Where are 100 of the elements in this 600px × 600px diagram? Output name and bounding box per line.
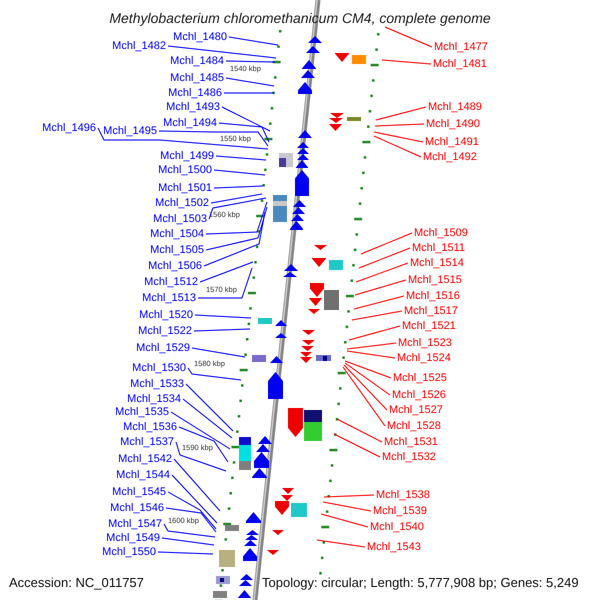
gene-label: Mchl_1480 — [173, 31, 227, 43]
leader-line — [206, 206, 268, 250]
leader-line — [344, 360, 392, 378]
gene-label: Mchl_1524 — [397, 352, 451, 364]
leader-line — [174, 458, 220, 512]
leader-line — [226, 78, 274, 86]
gene-label: Mchl_1544 — [116, 469, 170, 481]
leader-line — [176, 442, 226, 472]
gene-label: Mchl_1512 — [144, 276, 198, 288]
gene-label: Mchl_1521 — [402, 320, 456, 332]
gene-label: Mchl_1526 — [392, 389, 446, 401]
gene-label: Mchl_1545 — [112, 486, 166, 498]
leader-line — [222, 106, 270, 132]
gene-label: Mchl_1503 — [153, 213, 207, 225]
gene-label: Mchl_1529 — [136, 342, 190, 354]
gene-label: Mchl_1495 — [103, 125, 157, 137]
leader-line — [158, 552, 214, 554]
leader-line — [358, 248, 410, 268]
gene-label: Mchl_1511 — [412, 242, 465, 254]
diagram-title: Methylobacterium chloromethanicum CM4, complete genome — [108, 10, 492, 26]
gene-label: Mchl_1513 — [142, 292, 196, 304]
gene-label: Mchl_1494 — [163, 117, 217, 129]
leader-line — [214, 170, 266, 176]
gene-label: Mchl_1538 — [376, 489, 430, 501]
gene-label: Mchl_1517 — [404, 305, 458, 317]
gene-label: Mchl_1481 — [433, 58, 487, 70]
leader-line — [210, 194, 262, 204]
leader-line — [192, 348, 246, 358]
gene-label: Mchl_1482 — [112, 40, 166, 52]
gene-label: Mchl_1543 — [367, 541, 421, 553]
accession-text: Accession: NC_011757 — [9, 575, 144, 590]
leader-line — [168, 46, 276, 58]
gene-label: Mchl_1528 — [387, 420, 441, 432]
leader-line — [374, 132, 424, 142]
leader-line — [172, 474, 218, 524]
gene-label: Mchl_1530 — [132, 362, 186, 374]
gene-label: Mchl_1492 — [423, 151, 477, 163]
leader-line — [194, 328, 250, 332]
gene-label: Mchl_1536 — [123, 421, 177, 433]
gene-label: Mchl_1501 — [158, 182, 212, 194]
leader-line — [344, 364, 388, 410]
leader-line — [158, 130, 268, 146]
gene-label: Mchl_1523 — [398, 337, 452, 349]
leader-line — [204, 212, 266, 266]
gene-label: Mchl_1477 — [434, 41, 488, 53]
gene-label: Mchl_1516 — [406, 290, 460, 302]
leader-line — [354, 280, 406, 296]
gene-label: Mchl_1522 — [138, 325, 192, 337]
leader-line — [194, 314, 252, 318]
gene-label: Mchl_1534 — [127, 393, 181, 405]
gene-label: Mchl_1537 — [120, 436, 174, 448]
leader-line — [208, 198, 266, 220]
gene-label: Mchl_1527 — [389, 404, 443, 416]
gene-label: Mchl_1539 — [373, 505, 427, 517]
leader-line — [384, 26, 432, 48]
gene-label: Mchl_1496 — [42, 122, 96, 134]
gene-label: Mchl_1549 — [106, 532, 160, 544]
leader-line — [322, 502, 372, 512]
leader-line — [382, 60, 432, 64]
gene-label: Mchl_1491 — [425, 136, 479, 148]
leader-line — [182, 398, 232, 438]
leader-line — [170, 412, 230, 450]
leader-line — [162, 538, 214, 546]
leader-line — [218, 122, 270, 142]
gene-label: Mchl_1486 — [168, 87, 222, 99]
leader-line — [360, 232, 412, 254]
gene-label: Mchl_1533 — [130, 378, 184, 390]
leader-line — [228, 36, 278, 46]
gene-label: Mchl_1484 — [170, 55, 224, 67]
leader-line — [346, 350, 396, 358]
gene-label: Mchl_1490 — [426, 118, 480, 130]
leader-line — [198, 268, 252, 298]
leader-line — [336, 418, 382, 442]
gene-label: Mchl_1489 — [428, 101, 482, 113]
gene-label: Mchl_1515 — [408, 274, 462, 286]
leader-line — [98, 128, 268, 150]
gene-label: Mchl_1509 — [414, 227, 468, 239]
leader-line — [324, 494, 374, 498]
gene-label: Mchl_1525 — [393, 372, 447, 384]
leader-line — [226, 60, 276, 62]
leader-line — [214, 186, 264, 188]
gene-label: Mchl_1500 — [158, 164, 212, 176]
gene-label: Mchl_1532 — [382, 451, 436, 463]
leader-line — [376, 106, 426, 120]
leader-line — [164, 524, 216, 538]
gene-label: Mchl_1520 — [139, 309, 193, 321]
leader-line — [374, 136, 422, 158]
leader-line — [186, 384, 234, 432]
gene-label: Mchl_1542 — [118, 453, 172, 465]
leader-line — [206, 202, 268, 234]
leader-line — [224, 92, 274, 94]
gene-label: Mchl_1506 — [148, 260, 202, 272]
leader-line — [342, 366, 386, 426]
leader-line — [200, 262, 254, 282]
leader-line — [334, 434, 380, 458]
leader-line — [346, 342, 396, 350]
gene-label: Mchl_1514 — [410, 257, 464, 269]
leader-line — [356, 262, 408, 282]
leader-line — [216, 156, 266, 160]
gene-label: Mchl_1505 — [150, 244, 204, 256]
